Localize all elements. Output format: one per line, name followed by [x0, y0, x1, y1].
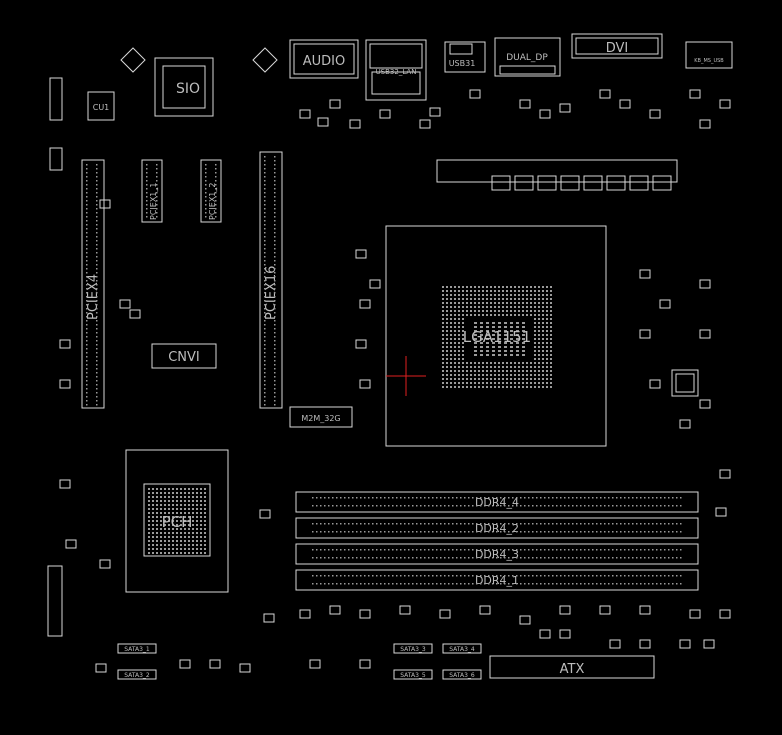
- cu1-chip[interactable]: CU1: [87, 91, 115, 121]
- sata3-4-label: SATA3_4: [449, 646, 475, 653]
- audio-connector[interactable]: AUDIO: [289, 39, 359, 79]
- atx-label: ATX: [560, 662, 585, 677]
- usb31-label: USB31: [449, 59, 476, 68]
- pch-chip[interactable]: PCH: [125, 449, 229, 593]
- pciex1-1-slot[interactable]: PCIEX1_1: [141, 159, 163, 223]
- cpu-socket[interactable]: LGA1151: [385, 225, 607, 447]
- cnvi-connector[interactable]: CNVI: [151, 343, 217, 369]
- usb32-lan-connector[interactable]: USB32_LAN: [365, 39, 427, 101]
- sata3-4-connector[interactable]: SATA3_4: [442, 643, 482, 654]
- passive-components: [59, 89, 731, 673]
- sata3-5-connector[interactable]: SATA3_5: [393, 669, 433, 680]
- sata3-5-label: SATA3_5: [400, 672, 426, 679]
- cpu-socket-label: LGA1151: [463, 328, 531, 346]
- sio-label: SIO: [176, 81, 200, 97]
- sata3-1-label: SATA3_1: [124, 646, 150, 653]
- dual-dp-label: DUAL_DP: [506, 53, 548, 63]
- sata3-1-connector[interactable]: SATA3_1: [117, 643, 157, 654]
- cnvi-label: CNVI: [168, 350, 200, 365]
- cu1-label: CU1: [93, 103, 110, 112]
- dual-dp-connector[interactable]: DUAL_DP: [494, 37, 561, 77]
- atx-power-connector[interactable]: ATX: [489, 655, 655, 679]
- dvi-connector[interactable]: DVI: [571, 33, 663, 59]
- pciex1-2-label: PCIEX1_2: [208, 183, 217, 220]
- sata3-2-connector[interactable]: SATA3_2: [117, 669, 157, 680]
- sata3-6-label: SATA3_6: [449, 672, 475, 679]
- pciex16-label: PCIEX16: [264, 266, 279, 320]
- pciex4-label: PCIEX4: [86, 274, 101, 320]
- left-header-block: [47, 77, 63, 637]
- dvi-label: DVI: [606, 41, 629, 56]
- sata3-6-connector[interactable]: SATA3_6: [442, 669, 482, 680]
- m2m-label: M2M_32G: [301, 414, 340, 423]
- sata3-3-label: SATA3_3: [400, 646, 426, 653]
- m2-slot[interactable]: M2M_32G: [289, 406, 353, 428]
- usb31-connector[interactable]: USB31: [444, 41, 486, 73]
- audio-label: AUDIO: [303, 54, 346, 69]
- crosshair-marker: [386, 356, 426, 396]
- small-diamond-chip: [120, 47, 278, 73]
- pch-label: PCH: [162, 513, 193, 531]
- vrm-array: [436, 159, 678, 191]
- pciex1-1-label: PCIEX1_1: [149, 183, 158, 220]
- kb-ms-label: KB_MS_USB: [694, 58, 724, 64]
- right-vrm-cluster: [671, 369, 699, 397]
- pciex16-slot[interactable]: PCIEX16: [259, 151, 283, 409]
- sio-chip[interactable]: SIO: [154, 57, 214, 117]
- pciex1-2-slot[interactable]: PCIEX1_2: [200, 159, 222, 223]
- sata3-2-label: SATA3_2: [124, 672, 150, 679]
- kb-ms-usb-connector[interactable]: KB_MS_USB: [685, 41, 733, 69]
- usb32-lan-label: USB32_LAN: [376, 68, 417, 76]
- socket-pin-array: [442, 286, 552, 388]
- sata3-3-connector[interactable]: SATA3_3: [393, 643, 433, 654]
